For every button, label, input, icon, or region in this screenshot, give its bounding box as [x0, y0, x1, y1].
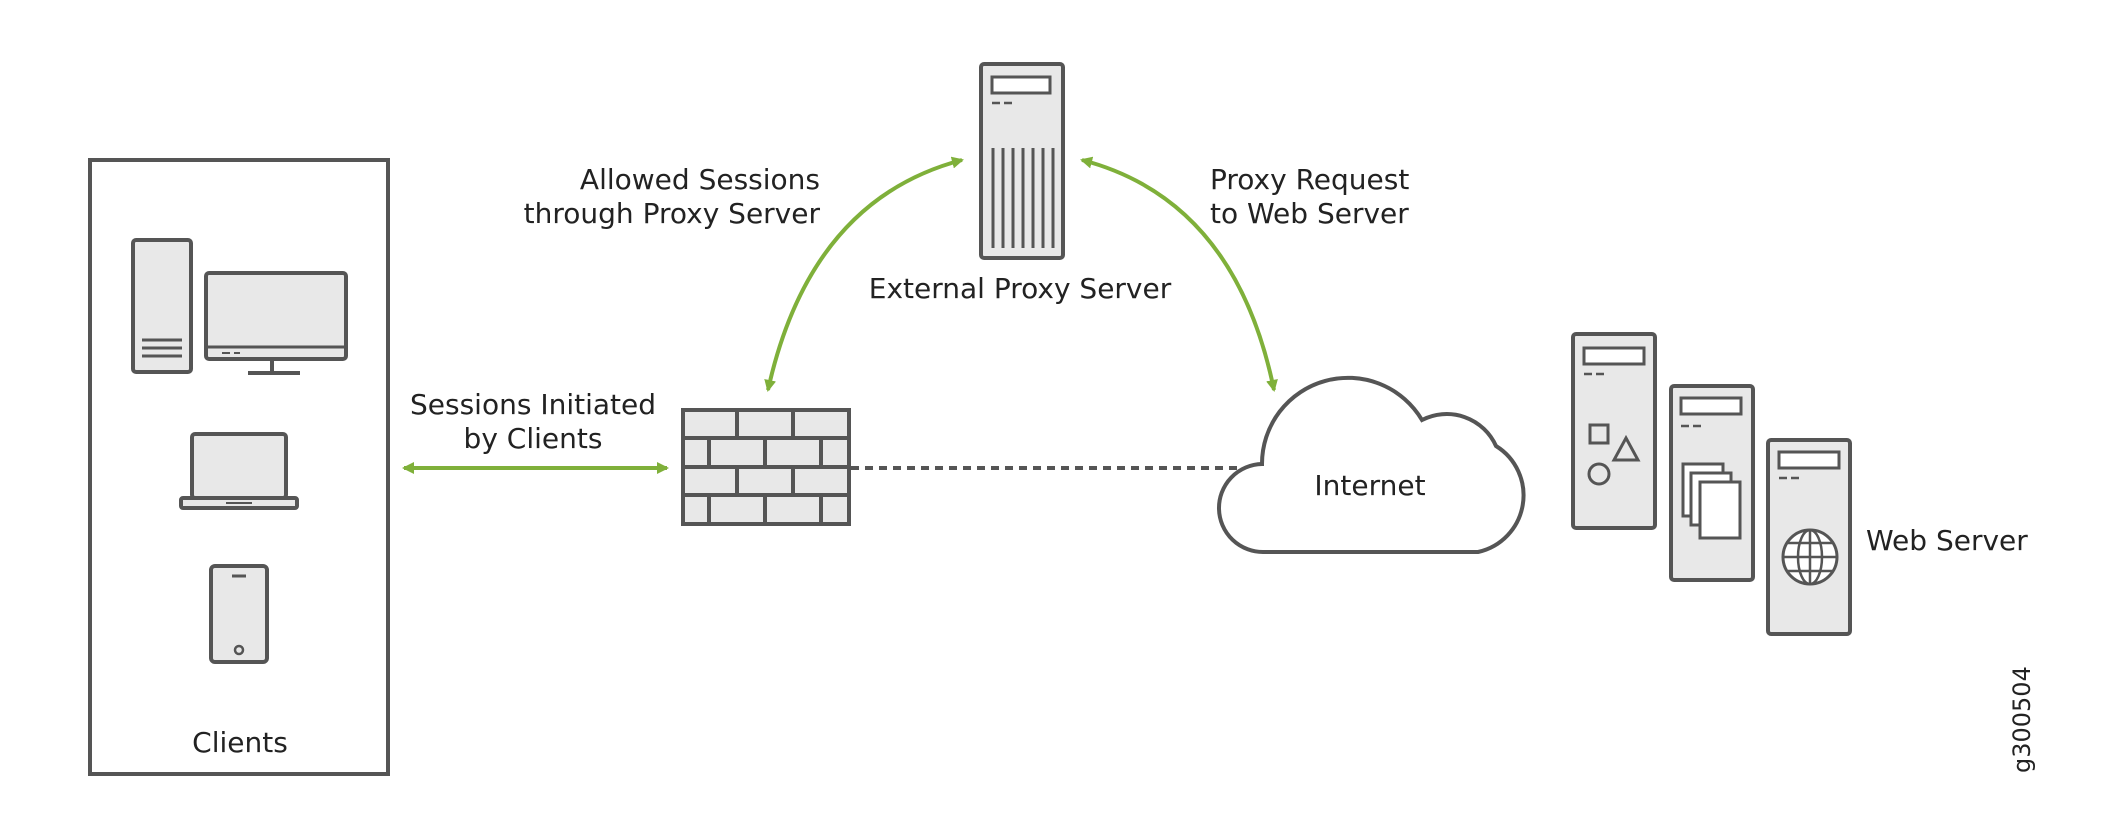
proxy-server-icon — [979, 62, 1065, 260]
internet-label: Internet — [1314, 469, 1426, 502]
server-icon — [1571, 332, 1657, 530]
server-icon — [1669, 384, 1755, 582]
monitor-icon — [204, 271, 348, 375]
firewall-icon — [681, 408, 851, 526]
proxy-request-label: Proxy Request to Web Server — [1210, 163, 1409, 231]
desktop-tower-icon — [131, 238, 193, 374]
cloud-icon — [1217, 375, 1526, 555]
proxy-request-line-1: Proxy Request — [1210, 163, 1410, 196]
allowed-sessions-line-1: Allowed Sessions — [579, 163, 820, 196]
allowed-sessions-arrow — [764, 156, 964, 392]
sessions-initiated-label: Sessions Initiated by Clients — [393, 388, 673, 456]
server-icon — [1766, 438, 1852, 636]
globe-icon — [1781, 528, 1839, 586]
external-proxy-label: External Proxy Server — [868, 272, 1172, 305]
figure-id-label: g300504 — [2008, 666, 2036, 773]
sessions-initiated-line-2: by Clients — [463, 422, 603, 455]
allowed-sessions-label: Allowed Sessions through Proxy Server — [520, 163, 820, 231]
phone-icon — [209, 564, 269, 664]
proxy-request-arrow — [1080, 156, 1278, 392]
web-server-label: Web Server — [1866, 524, 2028, 557]
sessions-initiated-line-1: Sessions Initiated — [410, 388, 656, 421]
allowed-sessions-line-2: through Proxy Server — [523, 197, 820, 230]
laptop-icon — [179, 432, 299, 510]
clients-label: Clients — [192, 726, 288, 759]
proxy-request-line-2: to Web Server — [1210, 197, 1409, 230]
clients-box — [88, 158, 390, 776]
